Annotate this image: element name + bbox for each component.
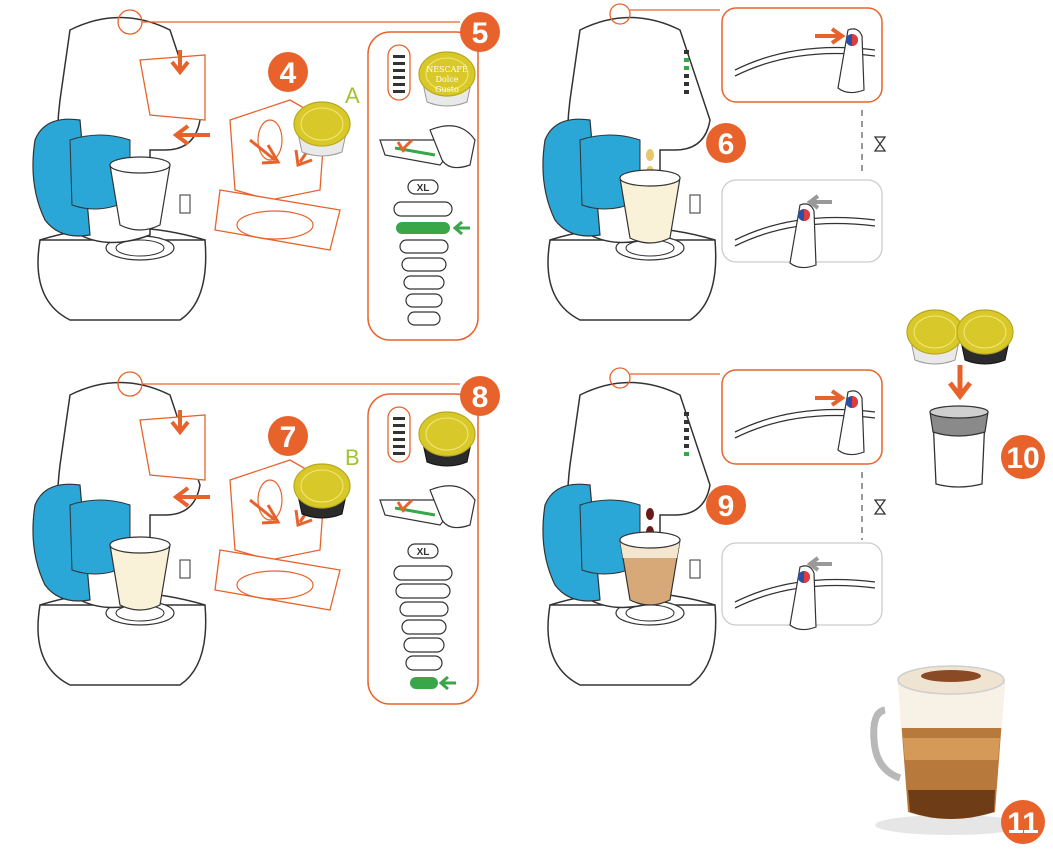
step-9-number: 9 — [718, 490, 735, 523]
capsule-a — [293, 101, 351, 157]
cappuccino-glass — [870, 665, 1005, 819]
xl-label-8: XL — [417, 547, 430, 558]
step-10-panel: 10 — [906, 309, 1045, 488]
press-arrow-icon-9 — [815, 389, 846, 407]
step-5-number: 5 — [472, 17, 489, 50]
capsule-logo-line3: Gusto — [435, 85, 459, 94]
capsule-type-a-label: A — [345, 83, 360, 108]
xl-button — [407, 179, 439, 195]
push-arrow-icon — [170, 50, 190, 76]
step-9-badge — [706, 485, 746, 525]
led-strip-6 — [684, 50, 689, 94]
step-7-badge — [268, 416, 308, 456]
dispose-arrow-icon — [948, 365, 972, 401]
coffee-machine-step-6 — [542, 16, 717, 321]
capsule-logo-line1: NESCAFÉ — [426, 65, 468, 74]
capsule-b-top-view — [418, 411, 476, 467]
step-7-8-panel: 7 B 8 XL — [32, 371, 500, 705]
step-4-number: 4 — [280, 57, 297, 90]
size-levels-8 — [393, 565, 453, 689]
glass-shadow — [875, 815, 1025, 835]
xl-label: XL — [417, 183, 430, 194]
size-levels — [393, 201, 453, 326]
lid-open-arrow-7 — [139, 414, 206, 481]
release-arrow-icon — [806, 194, 832, 210]
step-6-badge — [706, 123, 746, 163]
step-10-number: 10 — [1006, 442, 1039, 475]
selected-level-8 — [410, 677, 438, 689]
push-arrow-icon-7 — [170, 410, 190, 436]
led-strip-9 — [684, 412, 689, 456]
capsule-type-b-label: B — [345, 445, 360, 470]
step-11-panel: 11 — [870, 665, 1045, 844]
drop-capsule-arrow-icon-7 — [249, 498, 281, 525]
level-leds-8 — [393, 417, 405, 455]
select-arrow-icon-8 — [438, 675, 456, 691]
hourglass-icon — [874, 136, 886, 152]
step-5-badge — [460, 12, 500, 52]
cup-filling — [619, 169, 681, 244]
step-10-badge — [1001, 435, 1045, 479]
drop-capsule-arrow-icon — [249, 138, 281, 165]
step-4-5-panel: 4 A 5 NESCAFÉ Dolce Gusto XL — [32, 9, 500, 341]
lid-open-arrow — [139, 54, 206, 121]
selected-level — [396, 222, 450, 234]
step-8-badge — [460, 376, 500, 416]
slide-selector-hand-8 — [379, 485, 476, 529]
xl-button-8 — [407, 543, 439, 559]
step-4-badge — [268, 52, 308, 92]
select-arrow-icon — [452, 220, 470, 236]
used-capsule-b — [956, 309, 1014, 365]
cup-coffee — [619, 531, 681, 606]
capsule-logo-line2: Dolce — [435, 75, 458, 84]
empty-cup — [109, 156, 171, 231]
press-arrow-icon — [815, 27, 846, 45]
step-6-number: 6 — [718, 128, 735, 161]
callout-circle-9 — [609, 367, 631, 389]
step-6-panel: 6 — [542, 3, 886, 321]
callout-circle-6 — [609, 3, 631, 25]
selector-oval — [387, 44, 411, 101]
release-arrow-icon-9 — [806, 556, 832, 572]
hourglass-icon-9 — [874, 499, 886, 515]
step-11-number: 11 — [1007, 807, 1039, 840]
trash-bin — [929, 405, 989, 488]
level-leds — [393, 55, 405, 93]
step-7-number: 7 — [280, 421, 297, 454]
step-8-number: 8 — [472, 381, 489, 414]
insert-arrow-icon — [172, 124, 210, 146]
step-9-panel: 9 — [542, 367, 886, 686]
insert-arrow-icon-7 — [172, 486, 210, 508]
milk-cup — [109, 536, 171, 611]
step-11-badge — [1001, 800, 1045, 844]
slide-selector-hand — [379, 125, 476, 169]
selector-oval-8 — [387, 406, 411, 463]
used-capsule-a — [906, 309, 964, 365]
capsule-b — [293, 463, 351, 519]
